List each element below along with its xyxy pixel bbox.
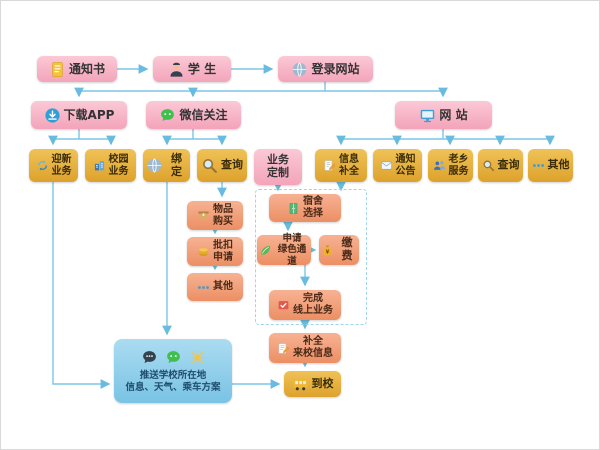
magnifier-icon — [201, 157, 218, 174]
node-green-channel: 申请 绿色通道 — [257, 233, 311, 267]
node-dorm-select-label: 宿舍 选择 — [303, 196, 323, 219]
coins-icon — [197, 245, 210, 258]
refresh-arrows-icon — [36, 159, 49, 172]
dots-icon — [532, 159, 545, 172]
node-arrive-school-label: 到校 — [311, 376, 334, 390]
node-welcome-service: 迎新 业务 — [29, 149, 78, 182]
node-login-website-label: 登录网站 — [311, 61, 360, 76]
node-query-wechat: 查询 — [197, 149, 247, 182]
magnifier-icon — [482, 159, 495, 172]
node-admission-notice: 通知书 — [37, 56, 117, 82]
node-pay-fee: 缴费 — [319, 235, 359, 265]
node-bind: 绑定 — [143, 149, 190, 182]
node-website: 网 站 — [395, 101, 492, 129]
node-other-misc-label: 其他 — [213, 281, 233, 293]
node-finish-online-label: 完成 线上业务 — [293, 293, 333, 316]
node-student-label: 学 生 — [187, 61, 217, 76]
node-hometown-service: 老乡 服务 — [428, 149, 473, 182]
node-notice-board-label: 通知 公告 — [395, 153, 416, 177]
node-login-website: 登录网站 — [278, 56, 373, 82]
node-other-misc: 其他 — [187, 273, 243, 301]
node-hometown-service-label: 老乡 服务 — [448, 153, 469, 177]
node-student: 学 生 — [153, 56, 231, 82]
node-other-web: 其他 — [528, 149, 573, 182]
push-info-icon-row — [141, 349, 206, 366]
globe-icon — [146, 157, 163, 174]
node-query-web: 查询 — [478, 149, 523, 182]
document-icon — [49, 61, 66, 78]
node-pay-fee-label: 缴费 — [341, 236, 353, 262]
student-icon — [168, 61, 185, 78]
leaf-icon — [259, 244, 272, 257]
campus-building-icon — [93, 159, 106, 172]
chat-green-icon — [165, 349, 182, 366]
form-pencil-icon — [323, 159, 336, 172]
node-dorm-select: 宿舍 选择 — [269, 194, 341, 222]
bus-icon — [292, 376, 309, 393]
node-wechat-follow-label: 微信关注 — [179, 107, 228, 122]
node-query-web-label: 查询 — [497, 158, 520, 172]
envelope-icon — [380, 159, 393, 172]
node-download-app: 下载APP — [31, 101, 127, 129]
node-goods-purchase: 物品 购买 — [187, 201, 243, 230]
node-welcome-service-label: 迎新 业务 — [51, 153, 72, 177]
node-finish-online: 完成 线上业务 — [269, 290, 341, 320]
node-other-web-label: 其他 — [547, 158, 570, 172]
app-download-icon — [44, 107, 61, 124]
people-icon — [433, 159, 446, 172]
node-fill-arrival-info-label: 补全 来校信息 — [293, 336, 333, 359]
node-bind-label: 绑定 — [171, 151, 182, 178]
node-campus-service: 校园 业务 — [85, 149, 136, 182]
online-business-group-frame — [255, 189, 367, 325]
node-green-channel-label: 申请 绿色通道 — [277, 233, 307, 267]
parcel-icon — [197, 209, 210, 222]
wardrobe-icon — [287, 202, 300, 215]
checkbook-icon — [277, 299, 290, 312]
node-push-local-info-label: 推送学校所在地 信息、天气、乘车方案 — [125, 370, 221, 393]
node-info-complete-label: 信息 补全 — [339, 153, 359, 177]
wechat-icon — [159, 107, 176, 124]
globe-icon — [291, 61, 308, 78]
monitor-icon — [419, 107, 436, 124]
node-goods-purchase-label: 物品 购买 — [213, 203, 233, 227]
node-wechat-follow: 微信关注 — [146, 101, 241, 129]
node-business-customize: 业务 定制 — [254, 149, 302, 185]
chat-dark-icon — [141, 349, 158, 366]
sun-icon — [189, 349, 206, 366]
node-download-app-label: 下载APP — [63, 107, 115, 122]
node-arrive-school: 到校 — [284, 371, 341, 397]
moneybag-icon — [321, 244, 334, 257]
node-notice-board: 通知 公告 — [373, 149, 422, 182]
node-batch-deduct-label: 批扣 申请 — [213, 239, 233, 263]
node-admission-notice-label: 通知书 — [68, 61, 105, 76]
node-business-customize-label: 业务 定制 — [267, 153, 289, 179]
node-campus-service-label: 校园 业务 — [108, 153, 129, 177]
node-website-label: 网 站 — [439, 107, 468, 122]
node-info-complete: 信息 补全 — [315, 149, 367, 182]
form-pencil-icon — [277, 342, 290, 355]
node-push-local-info: 推送学校所在地 信息、天气、乘车方案 — [114, 339, 232, 403]
node-batch-deduct: 批扣 申请 — [187, 237, 243, 266]
node-query-wechat-label: 查询 — [221, 158, 243, 172]
dots-icon — [197, 281, 210, 294]
node-fill-arrival-info: 补全 来校信息 — [269, 333, 341, 363]
